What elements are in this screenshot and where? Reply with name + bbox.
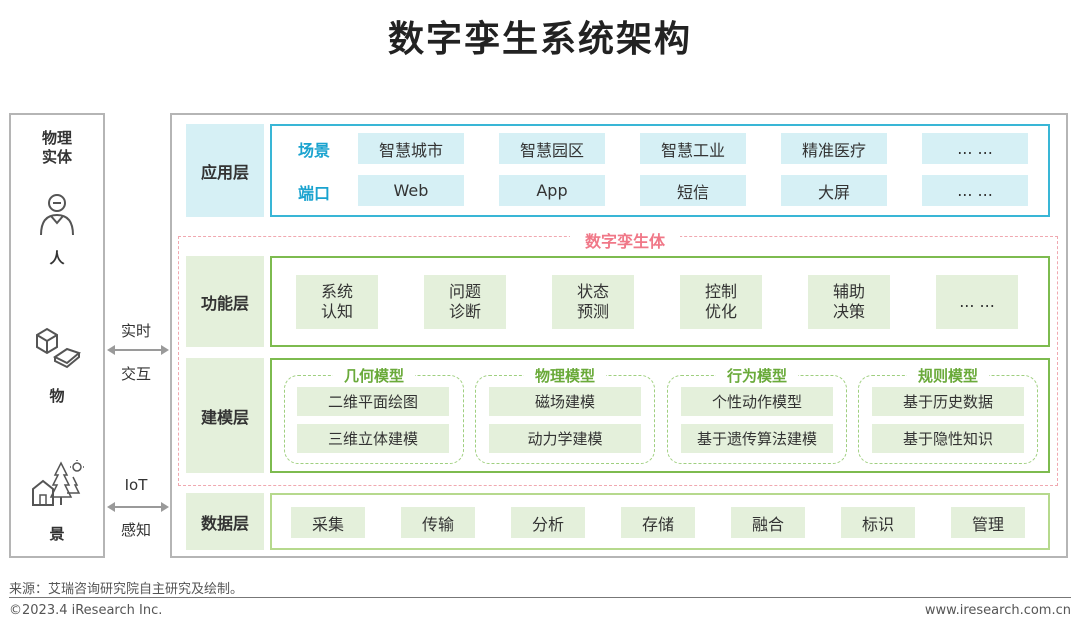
data-item: 分析 xyxy=(511,507,585,538)
scene-item: 智慧园区 xyxy=(499,133,605,164)
port-item: 短信 xyxy=(640,175,746,206)
port-item: App xyxy=(499,175,605,206)
model-item: 二维平面绘图 xyxy=(297,387,449,416)
physical-item-person: 人 xyxy=(49,249,65,267)
person-icon xyxy=(40,194,74,236)
function-item: ... ... xyxy=(936,275,1018,329)
iot-label-1: IoT xyxy=(124,476,148,494)
model-item: 动力学建模 xyxy=(489,424,641,453)
function-item-line1: 控制 xyxy=(704,282,737,301)
double-arrow-icon xyxy=(107,502,169,512)
function-item-line1: 问题 xyxy=(448,282,481,301)
scene-item: 智慧工业 xyxy=(640,133,746,164)
function-item: 问题诊断 xyxy=(424,275,506,329)
physical-entity-panel: 物理 实体 人 物 景 xyxy=(9,113,105,558)
physical-item-object: 物 xyxy=(49,387,65,405)
realtime-label-1: 实时 xyxy=(120,322,151,340)
physical-entity-title-line1: 物理 xyxy=(41,129,72,147)
model-item: 磁场建模 xyxy=(489,387,641,416)
model-item: 三维立体建模 xyxy=(297,424,449,453)
scene-item: ... ... xyxy=(922,133,1028,164)
function-layer-box xyxy=(270,256,1050,347)
function-item-line2: 诊断 xyxy=(448,302,481,321)
physical-entity-title-line2: 实体 xyxy=(41,148,72,166)
data-item: 采集 xyxy=(291,507,365,538)
page-title: 数字孪生系统架构 xyxy=(387,19,692,60)
model-item: 基于隐性知识 xyxy=(872,424,1024,453)
function-item-line2: 预测 xyxy=(576,302,609,321)
footer-divider xyxy=(9,597,1071,598)
data-item: 管理 xyxy=(951,507,1025,538)
data-layer-label: 数据层 xyxy=(186,493,264,550)
scene-item: 智慧城市 xyxy=(358,133,464,164)
realtime-label-2: 交互 xyxy=(120,365,151,383)
website-link[interactable]: www.iresearch.com.cn xyxy=(924,603,1071,618)
function-item-line1: 辅助 xyxy=(832,282,865,301)
function-item-line2: 认知 xyxy=(320,302,353,321)
function-item: 控制优化 xyxy=(680,275,762,329)
scene-item: 精准医疗 xyxy=(781,133,887,164)
data-item: 融合 xyxy=(731,507,805,538)
port-item: Web xyxy=(358,175,464,206)
model-group-title: 物理模型 xyxy=(524,365,606,386)
function-item: 系统认知 xyxy=(296,275,378,329)
ports-label: 端口 xyxy=(298,184,331,203)
function-item: 状态预测 xyxy=(552,275,634,329)
function-item-line1: 状态 xyxy=(576,282,609,301)
port-item: 大屏 xyxy=(781,175,887,206)
digital-twin-label: 数字孪生体 xyxy=(570,228,680,252)
data-item: 标识 xyxy=(841,507,915,538)
source-note: 来源：艾瑞咨询研究院自主研究及绘制。 xyxy=(9,582,244,597)
cube-objects-icon xyxy=(36,327,81,369)
iot-label-2: 感知 xyxy=(120,521,151,539)
data-item: 传输 xyxy=(401,507,475,538)
model-item: 基于历史数据 xyxy=(872,387,1024,416)
model-item: 基于遗传算法建模 xyxy=(681,424,833,453)
model-group-title: 规则模型 xyxy=(907,365,989,386)
function-layer-label: 功能层 xyxy=(186,256,264,347)
function-item-line1: 系统 xyxy=(320,282,353,301)
function-item-line2: 优化 xyxy=(704,302,737,321)
function-item-line2: 决策 xyxy=(832,302,865,321)
model-group-title: 行为模型 xyxy=(716,365,798,386)
model-group-title: 几何模型 xyxy=(333,365,415,386)
model-item: 个性动作模型 xyxy=(681,387,833,416)
copyright: ©2023.4 iResearch Inc. xyxy=(9,603,163,618)
physical-entity-title: 物理 实体 xyxy=(11,129,103,167)
scenes-label: 场景 xyxy=(298,141,331,160)
port-item: ... ... xyxy=(922,175,1028,206)
function-item: 辅助决策 xyxy=(808,275,890,329)
application-layer-label: 应用层 xyxy=(186,124,264,217)
scene-house-trees-sun-icon xyxy=(32,460,84,506)
modeling-layer-label: 建模层 xyxy=(186,358,264,473)
data-item: 存储 xyxy=(621,507,695,538)
physical-item-scene: 景 xyxy=(49,525,65,543)
function-item-line1: ... ... xyxy=(959,292,995,311)
double-arrow-icon xyxy=(107,345,169,355)
